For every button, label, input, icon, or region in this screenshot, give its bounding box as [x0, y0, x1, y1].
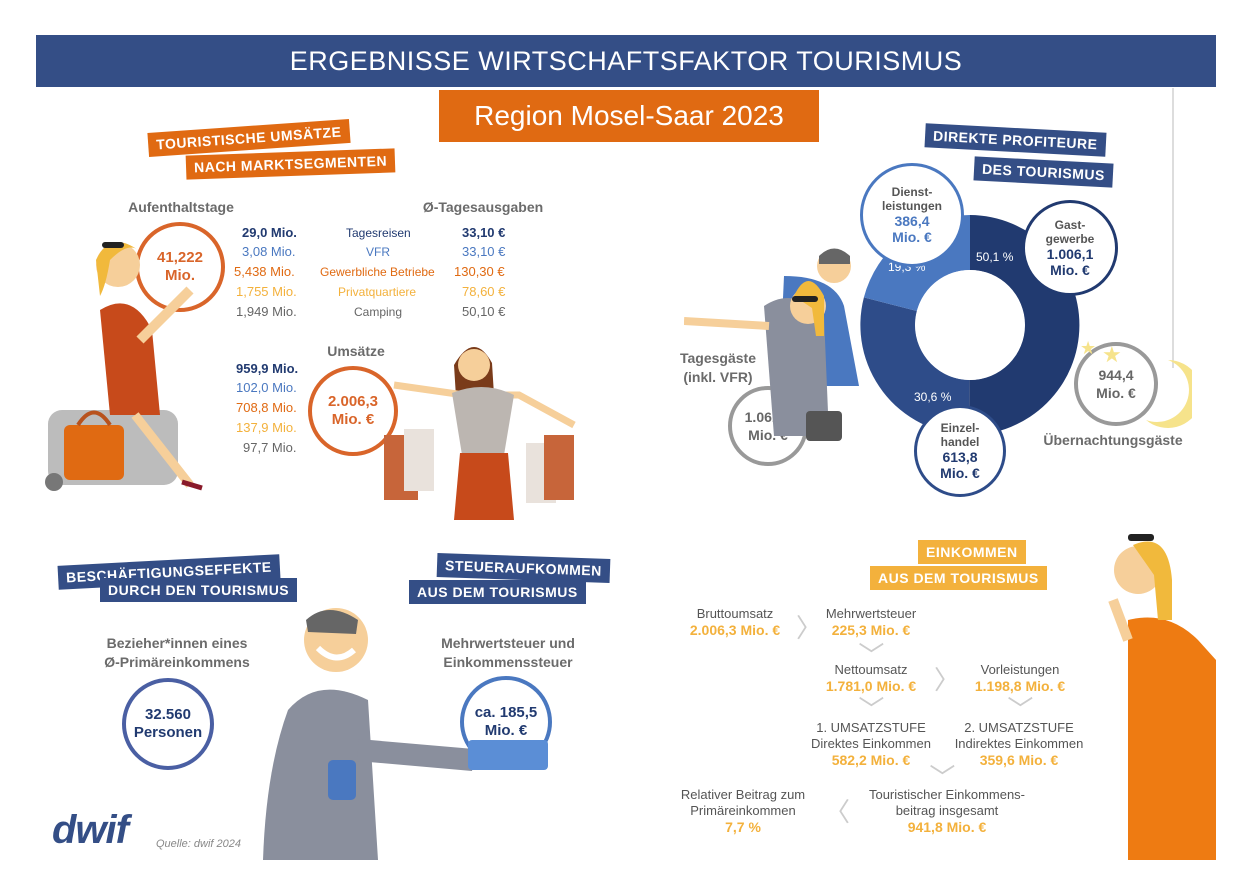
- vor-value: 1.198,8 Mio. €: [974, 678, 1066, 694]
- divider-line: [1172, 88, 1174, 368]
- ueber-value: 944,4 Mio. €: [1096, 367, 1136, 401]
- main-title: ERGEBNISSE WIRTSCHAFTSFAKTOR TOURISMUS: [36, 35, 1216, 87]
- donut-segment-einzelhandel: [860, 297, 970, 435]
- tages-label: Tagesgäste (inkl. VFR): [680, 350, 756, 385]
- einzel-label: Einzel- handel: [940, 421, 980, 449]
- tagesausgaben-label: Ø-Tagesausgaben: [422, 199, 544, 215]
- segment-label: Camping: [354, 305, 403, 319]
- vor-block: Vorleistungen 1.198,8 Mio. €: [960, 662, 1080, 694]
- einzel-ring: Einzel- handel 613,8 Mio. €: [914, 405, 1006, 497]
- brutto-value: 2.006,3 Mio. €: [689, 622, 781, 638]
- steuer-value: ca. 185,5 Mio. €: [474, 704, 538, 739]
- umsaetze-tag-2: NACH MARKTSEGMENTEN: [185, 148, 396, 180]
- relativ-value: 7,7 %: [725, 819, 761, 835]
- days-value: 29,0 Mio.: [242, 225, 297, 240]
- moon-icon: [1146, 360, 1192, 428]
- days-value: 5,438 Mio.: [234, 264, 295, 279]
- einzel-percent: 30,6 %: [914, 390, 952, 404]
- gast-percent: 50,1 %: [976, 250, 1014, 264]
- netto-block: Nettoumsatz 1.781,0 Mio. €: [816, 662, 926, 694]
- spend-value: 130,30 €: [454, 264, 505, 279]
- star-icon: ★: [1102, 342, 1122, 367]
- beschaeftigung-label: Bezieher*innen eines Ø-Primäreinkommens: [104, 635, 250, 670]
- chevron-down-icon: 〉: [855, 695, 886, 722]
- chevron-right-icon: 〉: [796, 613, 823, 643]
- day-tourists-illustration: [684, 248, 859, 441]
- segment-label: Tagesreisen: [346, 226, 411, 240]
- region-title: Region Mosel-Saar 2023: [439, 90, 819, 142]
- spend-value: 33,10 €: [462, 244, 506, 259]
- gesamt-label: Touristischer Einkommens- beitrag insges…: [868, 787, 1026, 818]
- source-note: Quelle: dwif 2024: [156, 838, 241, 850]
- revenue-value: 137,9 Mio.: [236, 420, 297, 435]
- stufe1-label: 1. UMSATZSTUFE Direktes Einkommen: [811, 720, 931, 751]
- spend-value: 78,60 €: [462, 284, 506, 299]
- beschaeftigung-tag-2: DURCH DEN TOURISMUS: [100, 578, 298, 602]
- segment-label: VFR: [366, 245, 390, 259]
- gesamt-value: 941,8 Mio. €: [907, 819, 987, 835]
- stufe2-value: 359,6 Mio. €: [979, 752, 1059, 768]
- steuer-tag-1: STEUERAUFKOMMEN: [436, 552, 611, 584]
- stufe2-label: 2. UMSATZSTUFE Indirektes Einkommen: [954, 720, 1084, 751]
- dienst-ring: Dienst- leistungen 386,4 Mio. €: [860, 163, 964, 267]
- umsaetze-value: 2.006,3 Mio. €: [327, 393, 379, 428]
- aufenthalt-value: 41,222 Mio.: [157, 249, 203, 284]
- vor-label: Vorleistungen: [980, 662, 1060, 677]
- beschaeftigung-value: 32.560 Personen: [133, 706, 203, 741]
- thinking-woman-illustration: [1108, 534, 1216, 860]
- aufenthalt-label: Aufenthaltstage: [128, 199, 234, 215]
- dienst-value: 386,4 Mio. €: [892, 213, 932, 245]
- stufe1-block: 1. UMSATZSTUFE Direktes Einkommen 582,2 …: [796, 720, 946, 768]
- ueber-label: Übernachtungsgäste: [1043, 432, 1183, 448]
- spend-value: 33,10 €: [462, 225, 506, 240]
- spend-value: 50,10 €: [462, 304, 506, 319]
- brutto-block: Bruttoumsatz 2.006,3 Mio. €: [680, 606, 790, 638]
- umsaetze-ring: 2.006,3 Mio. €: [308, 366, 398, 456]
- relativ-block: Relativer Beitrag zum Primäreinkommen 7,…: [668, 787, 818, 835]
- revenue-value: 959,9 Mio.: [236, 361, 299, 376]
- revenue-value: 708,8 Mio.: [236, 400, 297, 415]
- einkommen-tag-2: AUS DEM TOURISMUS: [870, 566, 1047, 590]
- days-value: 1,949 Mio.: [236, 304, 297, 319]
- revenue-value: 102,0 Mio.: [236, 380, 297, 395]
- shopper-illustration: [384, 346, 576, 520]
- segment-label: Privatquartiere: [338, 285, 417, 299]
- days-value: 1,755 Mio.: [236, 284, 297, 299]
- netto-label: Nettoumsatz: [834, 662, 908, 677]
- mwst-value: 225,3 Mio. €: [831, 622, 911, 638]
- relativ-label: Relativer Beitrag zum Primäreinkommen: [680, 787, 806, 818]
- revenue-value: 97,7 Mio.: [243, 440, 297, 455]
- netto-value: 1.781,0 Mio. €: [825, 678, 917, 694]
- chevron-left-icon: 〈: [824, 797, 851, 827]
- days-value: 3,08 Mio.: [242, 244, 296, 259]
- profiteure-tag-2: DES TOURISMUS: [973, 156, 1114, 188]
- chevron-down-icon: 〉: [1004, 695, 1035, 722]
- gast-value: 1.006,1 Mio. €: [1046, 246, 1094, 278]
- mwst-block: Mehrwertsteuer 225,3 Mio. €: [812, 606, 930, 638]
- gesamt-block: Touristischer Einkommens- beitrag insges…: [852, 787, 1042, 835]
- taxpayer-illustration: [263, 608, 548, 860]
- einkommen-tag-1: EINKOMMEN: [918, 540, 1026, 564]
- beschaeftigung-ring: 32.560 Personen: [122, 678, 214, 770]
- steuer-tag-2: AUS DEM TOURISMUS: [409, 580, 586, 604]
- einzel-value: 613,8 Mio. €: [940, 449, 980, 481]
- stufe1-value: 582,2 Mio. €: [831, 752, 911, 768]
- steuer-label: Mehrwertsteuer und Einkommenssteuer: [441, 635, 575, 670]
- profiteure-tag-1: DIREKTE PROFITEURE: [924, 123, 1107, 157]
- gast-label: Gast- gewerbe: [1045, 218, 1095, 246]
- gast-ring: Gast- gewerbe 1.006,1 Mio. €: [1022, 200, 1118, 296]
- star-icon: ★: [1080, 338, 1097, 358]
- stufe2-block: 2. UMSATZSTUFE Indirektes Einkommen 359,…: [944, 720, 1094, 768]
- traveller-illustration: [45, 242, 203, 491]
- segment-label: Gewerbliche Betriebe: [320, 265, 435, 279]
- dwif-logo: dwif: [52, 808, 129, 852]
- ueber-ring: 944,4 Mio. €: [1074, 342, 1158, 426]
- mwst-label: Mehrwertsteuer: [825, 606, 917, 621]
- chevron-right-icon: 〉: [934, 665, 961, 695]
- chevron-down-icon: 〉: [926, 763, 957, 790]
- dienst-label: Dienst- leistungen: [881, 185, 942, 213]
- brutto-label: Bruttoumsatz: [696, 606, 774, 621]
- umsaetze-label: Umsätze: [327, 343, 385, 359]
